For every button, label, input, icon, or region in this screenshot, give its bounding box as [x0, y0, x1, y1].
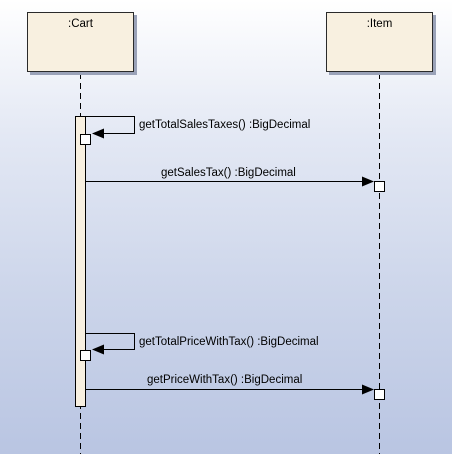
cart-lifeline-box[interactable]: :Cart	[27, 12, 134, 72]
self-activation-2	[80, 350, 91, 361]
item-lifeline-box[interactable]: :Item	[326, 12, 433, 72]
message-label-4: getPriceWithTax() :BigDecimal	[147, 374, 303, 386]
message-label-3: getTotalPriceWithTax() :BigDecimal	[139, 336, 319, 348]
self-activation-1	[80, 134, 91, 145]
item-lifeline-label: :Item	[366, 18, 393, 30]
cart-activation-bar	[75, 116, 86, 407]
self-message-arrow-3	[86, 333, 135, 355]
item-activation-1	[374, 181, 385, 192]
message-label-2: getSalesTax() :BigDecimal	[161, 167, 296, 179]
self-message-arrow-1	[86, 116, 135, 139]
item-activation-2	[374, 389, 385, 400]
message-label-1: getTotalSalesTaxes() :BigDecimal	[139, 119, 311, 131]
cart-lifeline-label: :Cart	[68, 18, 93, 30]
